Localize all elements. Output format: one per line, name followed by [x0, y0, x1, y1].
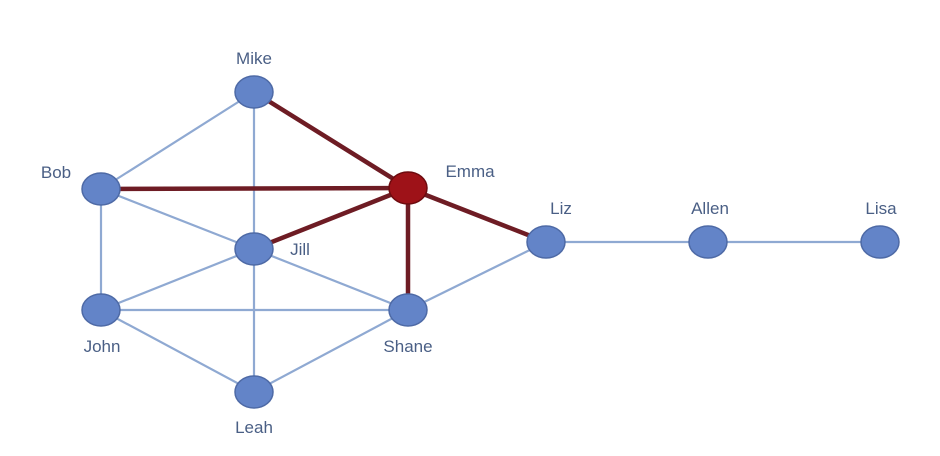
node-label-leah: Leah: [235, 418, 273, 437]
node-emma: [388, 171, 428, 205]
edge-bob-emma: [98, 185, 411, 192]
node-label-lisa: Lisa: [865, 199, 897, 218]
edge-shane-liz: [406, 240, 548, 312]
edge-jill-emma: [251, 185, 411, 252]
node-label-allen: Allen: [691, 199, 729, 218]
nodes-layer: [81, 75, 900, 409]
edge-mike-emma: [251, 89, 411, 191]
node-john: [81, 293, 121, 327]
node-mike: [234, 75, 274, 109]
node-label-shane: Shane: [383, 337, 432, 356]
node-label-emma: Emma: [445, 162, 495, 181]
edges-layer: [98, 89, 882, 394]
node-label-jill: Jill: [290, 240, 310, 259]
node-label-john: John: [84, 337, 121, 356]
node-lisa: [860, 225, 900, 259]
node-allen: [688, 225, 728, 259]
node-shane: [388, 293, 428, 327]
edge-emma-liz: [405, 185, 549, 245]
edge-john-leah: [99, 308, 256, 394]
node-jill: [234, 232, 274, 266]
edge-jill-john: [99, 247, 256, 312]
node-label-mike: Mike: [236, 49, 272, 68]
edge-jill-shane: [252, 247, 410, 312]
node-label-liz: Liz: [550, 199, 572, 218]
node-liz: [526, 225, 566, 259]
node-leah: [234, 375, 274, 409]
node-bob: [81, 172, 121, 206]
node-label-bob: Bob: [41, 163, 71, 182]
edge-mike-bob: [99, 90, 256, 191]
edge-shane-leah: [252, 308, 410, 394]
edge-bob-jill: [99, 187, 256, 251]
